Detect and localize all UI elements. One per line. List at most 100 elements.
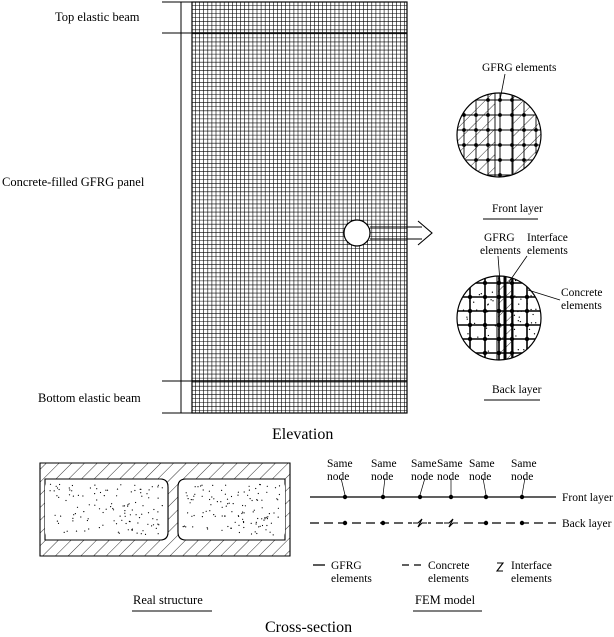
concrete-dot	[94, 493, 96, 495]
fem-node	[483, 494, 489, 500]
concrete-dot	[268, 513, 270, 515]
label-gfrg: GFRG	[484, 232, 515, 244]
concrete-dot	[221, 489, 223, 491]
concrete-dot	[465, 352, 467, 354]
fem-interface-links	[340, 477, 526, 528]
concrete-dot	[261, 518, 263, 520]
concrete-dot	[49, 483, 52, 485]
concrete-dot	[136, 532, 138, 534]
concrete-dot	[266, 518, 268, 520]
mesh-node	[510, 143, 514, 147]
concrete-dot	[144, 533, 147, 536]
concrete-dot	[205, 510, 207, 512]
back-layer-detail: GFRG elements Interface elements Concret…	[456, 232, 603, 401]
fem-node	[448, 494, 454, 500]
concrete-dot	[119, 515, 121, 517]
concrete-dot	[255, 521, 257, 524]
concrete-dot	[74, 513, 76, 515]
concrete-dot	[473, 301, 475, 303]
concrete-dot	[259, 483, 261, 486]
concrete-dot	[192, 526, 194, 528]
elevation-mesh	[191, 1, 408, 414]
concrete-dot	[530, 308, 532, 311]
mesh-node	[509, 280, 515, 286]
mesh-node	[534, 143, 538, 147]
mesh-node	[510, 98, 514, 102]
concrete-dot	[161, 505, 163, 507]
fem-node	[380, 494, 386, 500]
concrete-dot	[140, 492, 142, 494]
concrete-dot	[206, 527, 208, 529]
concrete-dot	[191, 515, 193, 517]
concrete-dot	[53, 490, 55, 492]
front-detail-circle	[456, 92, 542, 178]
concrete-dot	[261, 524, 264, 527]
concrete-dot	[57, 522, 60, 525]
concrete-dot	[257, 517, 259, 520]
concrete-dot	[535, 322, 537, 324]
label-real-structure: Real structure	[133, 593, 203, 607]
concrete-dot	[98, 508, 101, 510]
interface-element	[413, 518, 427, 528]
concrete-dot	[137, 522, 139, 524]
label-node: node	[327, 471, 349, 483]
leader-interface	[508, 255, 528, 283]
concrete-dot	[131, 529, 133, 531]
concrete-dot	[274, 487, 277, 489]
concrete-dot	[533, 333, 536, 335]
concrete-dot	[473, 322, 476, 325]
concrete-dot	[273, 512, 275, 514]
concrete-dot	[202, 489, 204, 491]
concrete-dot	[251, 499, 253, 502]
concrete-dot	[480, 293, 482, 295]
concrete-dot	[213, 498, 215, 500]
concrete-dot	[528, 328, 531, 331]
concrete-dot	[264, 518, 266, 520]
concrete-dot	[59, 483, 61, 486]
detail-arrow	[370, 220, 433, 246]
concrete-dot	[252, 511, 254, 513]
concrete-dot	[94, 504, 96, 506]
concrete-dot	[225, 505, 227, 507]
zoom-circle	[343, 219, 371, 247]
mesh-node	[486, 128, 490, 132]
concrete-dot	[214, 515, 216, 517]
fem-node	[342, 494, 348, 500]
concrete-dot	[213, 514, 215, 516]
concrete-dot	[530, 295, 532, 297]
mesh-node	[482, 280, 488, 286]
leader-line	[419, 477, 426, 496]
mesh-node	[524, 336, 530, 342]
concrete-dot	[72, 495, 74, 497]
label-node: node	[371, 471, 393, 483]
mesh-node	[486, 143, 490, 147]
label-fem-model: FEM model	[415, 593, 476, 607]
concrete-dot	[152, 524, 155, 526]
concrete-dot	[128, 503, 130, 505]
concrete-dot	[519, 320, 522, 323]
concrete-dot	[532, 313, 534, 316]
label-same: Same	[469, 458, 495, 470]
concrete-dot	[513, 328, 516, 331]
concrete-dot	[276, 498, 278, 500]
concrete-dot	[517, 349, 519, 351]
concrete-dot	[490, 299, 492, 301]
concrete-dot	[69, 489, 71, 491]
concrete-dot	[469, 281, 471, 284]
concrete-dot	[142, 530, 144, 532]
mesh-node	[467, 322, 473, 328]
concrete-dot	[193, 495, 195, 497]
legend-concrete-label-2: elements	[428, 573, 469, 585]
concrete-dot	[124, 515, 126, 517]
concrete-dot	[112, 507, 114, 510]
concrete-dot	[237, 515, 239, 517]
concrete-dot	[532, 351, 535, 353]
concrete-dot	[532, 279, 535, 282]
label-node: node	[469, 471, 491, 483]
concrete-dot	[127, 529, 129, 531]
concrete-dot	[131, 509, 133, 511]
concrete-dot	[467, 352, 470, 355]
concrete-dot	[102, 511, 104, 514]
concrete-dot	[151, 525, 153, 527]
concrete-dot	[514, 279, 517, 282]
